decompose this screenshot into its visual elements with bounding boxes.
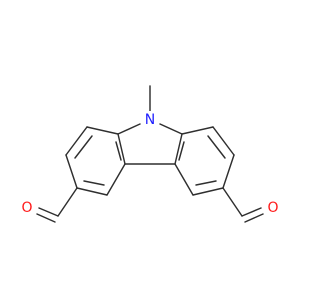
- ring-junction-left: [117, 133, 126, 165]
- right-ring-double-2: [195, 180, 217, 186]
- left-ring-bond-2: [65, 126, 88, 156]
- right-ring-bond-2: [212, 126, 235, 156]
- right-ring-bond-3: [222, 154, 235, 189]
- left-carbonyl-bond-2: [36, 213, 56, 223]
- left-aldehyde-bond: [57, 187, 78, 217]
- left-ring-double-2: [83, 180, 105, 186]
- left-ring-bond-4: [76, 187, 108, 196]
- nitrogen-label-bg: [141, 111, 159, 129]
- right-ring-bond-4: [192, 187, 224, 196]
- right-carbonyl-bond-1: [241, 207, 262, 217]
- molecule-structure: N O O: [19, 85, 281, 223]
- molecule-canvas: N O O: [19, 85, 281, 223]
- left-ring-bond-5: [106, 163, 126, 196]
- right-ring-bond-1: [181, 126, 214, 135]
- right-ring-double-3: [178, 141, 185, 161]
- ring-junction-right: [174, 133, 183, 165]
- left-ring-double-1: [74, 135, 93, 159]
- nitrogen-label: N: [145, 112, 155, 128]
- left-ring-double-3: [115, 141, 122, 161]
- nitrogen-left-bond: [117, 123, 141, 135]
- right-ring-bond-5: [174, 163, 194, 196]
- right-aldehyde-bond: [222, 187, 243, 217]
- right-carbonyl-bond-2: [244, 213, 264, 223]
- right-ring-double-1: [207, 135, 226, 159]
- oxygen-right-label-bg: [265, 199, 281, 217]
- oxygen-left-label-bg: [19, 199, 35, 217]
- oxygen-left-label: O: [21, 200, 32, 216]
- left-ring-bond-1: [86, 126, 119, 135]
- nitrogen-right-bond: [159, 123, 183, 135]
- left-ring-bond-3: [65, 154, 78, 189]
- left-carbonyl-bond-1: [38, 207, 59, 217]
- oxygen-right-label: O: [267, 200, 278, 216]
